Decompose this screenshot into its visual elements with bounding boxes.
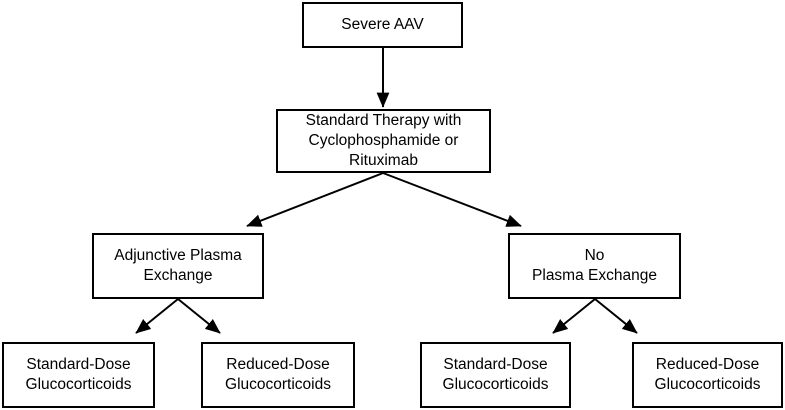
node-label: Adjunctive Plasma Exchange (114, 246, 242, 284)
edge-therapy-to-plasma-yes (246, 172, 384, 227)
node-label: Reduced-Dose Glucocorticoids (225, 355, 331, 393)
node-label: Standard Therapy with Cyclophosphamide o… (305, 111, 462, 170)
edge-plasma-no-to-leaf3 (552, 298, 596, 334)
reduced-dose-glucocorticoids-right: Reduced-Dose Glucocorticoids (632, 342, 783, 408)
edge-plasma-yes-to-leaf2 (177, 298, 221, 334)
node-label: No Plasma Exchange (532, 246, 657, 284)
standard-therapy: Standard Therapy with Cyclophosphamide o… (276, 109, 491, 173)
standard-dose-glucocorticoids-left: Standard-Dose Glucocorticoids (2, 342, 155, 408)
node-label: Standard-Dose Glucocorticoids (442, 355, 549, 393)
edge-plasma-no-to-leaf4 (594, 298, 638, 334)
edge-plasma-yes-to-leaf1 (135, 298, 179, 334)
node-label: Severe AAV (341, 15, 424, 33)
adjunctive-plasma-exchange: Adjunctive Plasma Exchange (92, 233, 264, 299)
node-label: Standard-Dose Glucocorticoids (25, 355, 132, 393)
node-label: Reduced-Dose Glucocorticoids (654, 355, 761, 393)
severe-aav: Severe AAV (302, 2, 463, 48)
edge-therapy-to-plasma-no (382, 172, 522, 227)
no-plasma-exchange: No Plasma Exchange (508, 233, 681, 299)
reduced-dose-glucocorticoids-left: Reduced-Dose Glucocorticoids (201, 342, 355, 408)
standard-dose-glucocorticoids-right: Standard-Dose Glucocorticoids (420, 342, 571, 408)
